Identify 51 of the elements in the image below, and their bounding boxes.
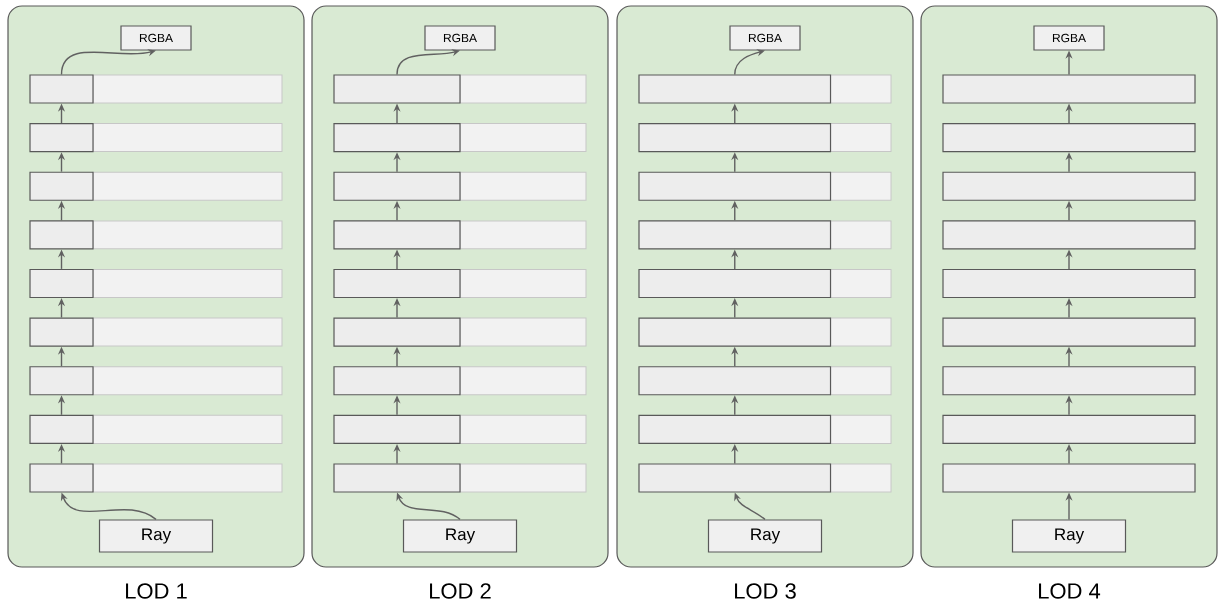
layer-bar [638,366,892,396]
layer-bar [638,220,892,250]
layer-bar [29,268,283,299]
layer-bar [942,414,1196,444]
layer-bar [29,74,283,104]
arrow [396,49,460,76]
layer-bar [333,171,587,201]
input-box: Ray [402,519,518,553]
layer-bar [333,74,587,104]
layer-bar [942,74,1196,104]
output-box: RGBA [424,25,496,51]
layer-bar [29,463,283,493]
panel-label: LOD 4 [1039,583,1101,599]
output-box: RGBA [1033,25,1105,51]
layer-bar [942,171,1196,201]
layer-bar [638,268,892,299]
layer-bar [333,268,587,299]
layer-bar [333,317,587,347]
layer-bar [942,366,1196,396]
layer-bar [333,414,587,444]
layer-bar [638,123,892,153]
output-box: RGBA [729,25,801,51]
layer-bar [638,414,892,444]
layer-bar [333,463,587,493]
layer-bar [638,317,892,347]
layer-bar [29,220,283,250]
layer-bar [29,171,283,201]
layer-bar [29,123,283,153]
layer-bar [942,123,1196,153]
panel-label: LOD 2 [430,583,491,599]
layer-bar [942,268,1196,299]
layer-bar [29,317,283,347]
layer-bar [638,463,892,493]
panel-label: LOD 3 [735,583,796,599]
layer-bar [638,171,892,201]
layer-bar [638,74,892,104]
layer-bar [942,220,1196,250]
layer-bar [942,463,1196,493]
input-box: Ray [98,519,214,553]
layer-bar [29,414,283,444]
output-box: RGBA [120,25,192,51]
layer-bar [942,317,1196,347]
layer-bar [333,123,587,153]
input-box: Ray [707,519,823,553]
layer-bar [333,220,587,250]
panel-label: LOD 1 [126,583,187,599]
layer-bar [333,366,587,396]
input-box: Ray [1011,519,1127,553]
arrow [734,49,765,76]
layer-bar [29,366,283,396]
arrow [60,49,156,76]
